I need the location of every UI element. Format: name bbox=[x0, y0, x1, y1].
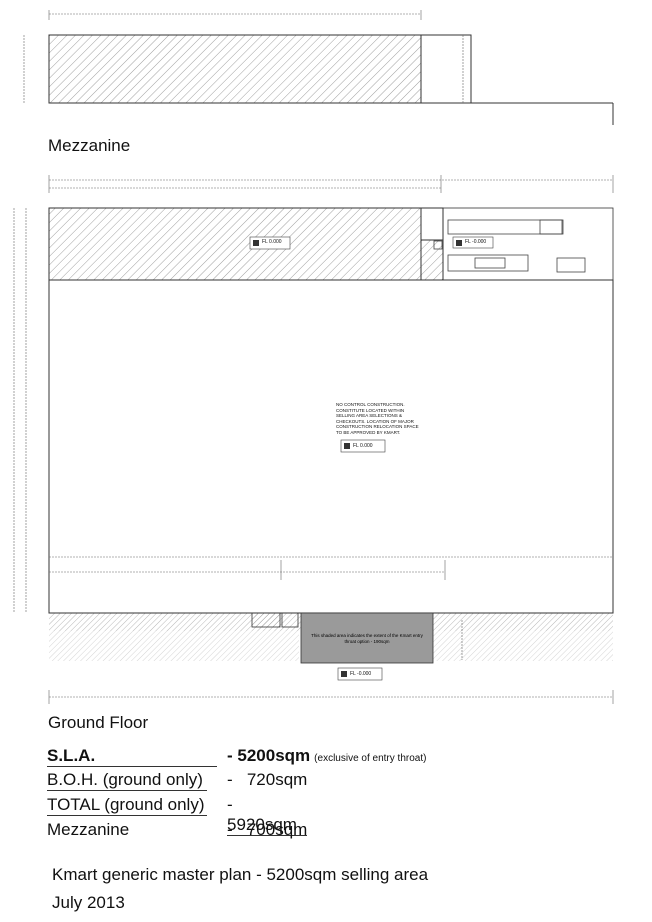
plan-date: July 2013 bbox=[52, 893, 125, 912]
level-tag-room bbox=[452, 236, 494, 249]
area-row-boh: B.O.H. (ground only) - 720sqm bbox=[47, 770, 447, 792]
area-value: - 700sqm bbox=[227, 820, 308, 839]
area-label: Mezzanine bbox=[47, 820, 130, 839]
plan-title: Kmart generic master plan - 5200sqm sell… bbox=[52, 865, 429, 884]
area-label: S.L.A. bbox=[47, 746, 217, 767]
entry-throat-note: This shaded area indicates the extent of… bbox=[311, 633, 423, 644]
area-note: (exclusive of entry throat) bbox=[314, 753, 427, 764]
ground-floor-plan bbox=[13, 175, 614, 704]
area-value: - 720sqm bbox=[227, 770, 308, 789]
area-label: B.O.H. (ground only) bbox=[47, 770, 207, 791]
level-tag-center bbox=[340, 439, 386, 453]
area-value: - 5200sqm bbox=[227, 746, 311, 765]
level-tag-mezz-boh bbox=[249, 236, 291, 250]
ground-floor-title: Ground Floor bbox=[48, 713, 149, 732]
area-row-mezzanine: Mezzanine - 700sqm bbox=[47, 820, 447, 842]
level-tag-label: FL 0.000 bbox=[262, 239, 282, 245]
mezzanine-title: Mezzanine bbox=[48, 136, 131, 155]
level-tag-label: FL -0.000 bbox=[350, 671, 372, 677]
area-label: TOTAL (ground only) bbox=[47, 795, 207, 816]
level-tag-label: FL 0.000 bbox=[353, 443, 373, 449]
selling-area-note: NO CONTROL CONSTRUCTION. CONSTITUTE LOCA… bbox=[336, 402, 419, 435]
level-tag-label: FL -0.000 bbox=[465, 239, 487, 245]
area-value-wrap: - 5200sqm(exclusive of entry throat) bbox=[227, 746, 426, 766]
area-value: - 5920sqm bbox=[227, 795, 307, 836]
level-tag-entry bbox=[337, 667, 383, 681]
area-row-total: TOTAL (ground only) - 5920sqm bbox=[47, 795, 447, 836]
mezzanine-plan bbox=[23, 10, 614, 125]
area-row-sla: S.L.A. - 5200sqm(exclusive of entry thro… bbox=[47, 746, 447, 768]
